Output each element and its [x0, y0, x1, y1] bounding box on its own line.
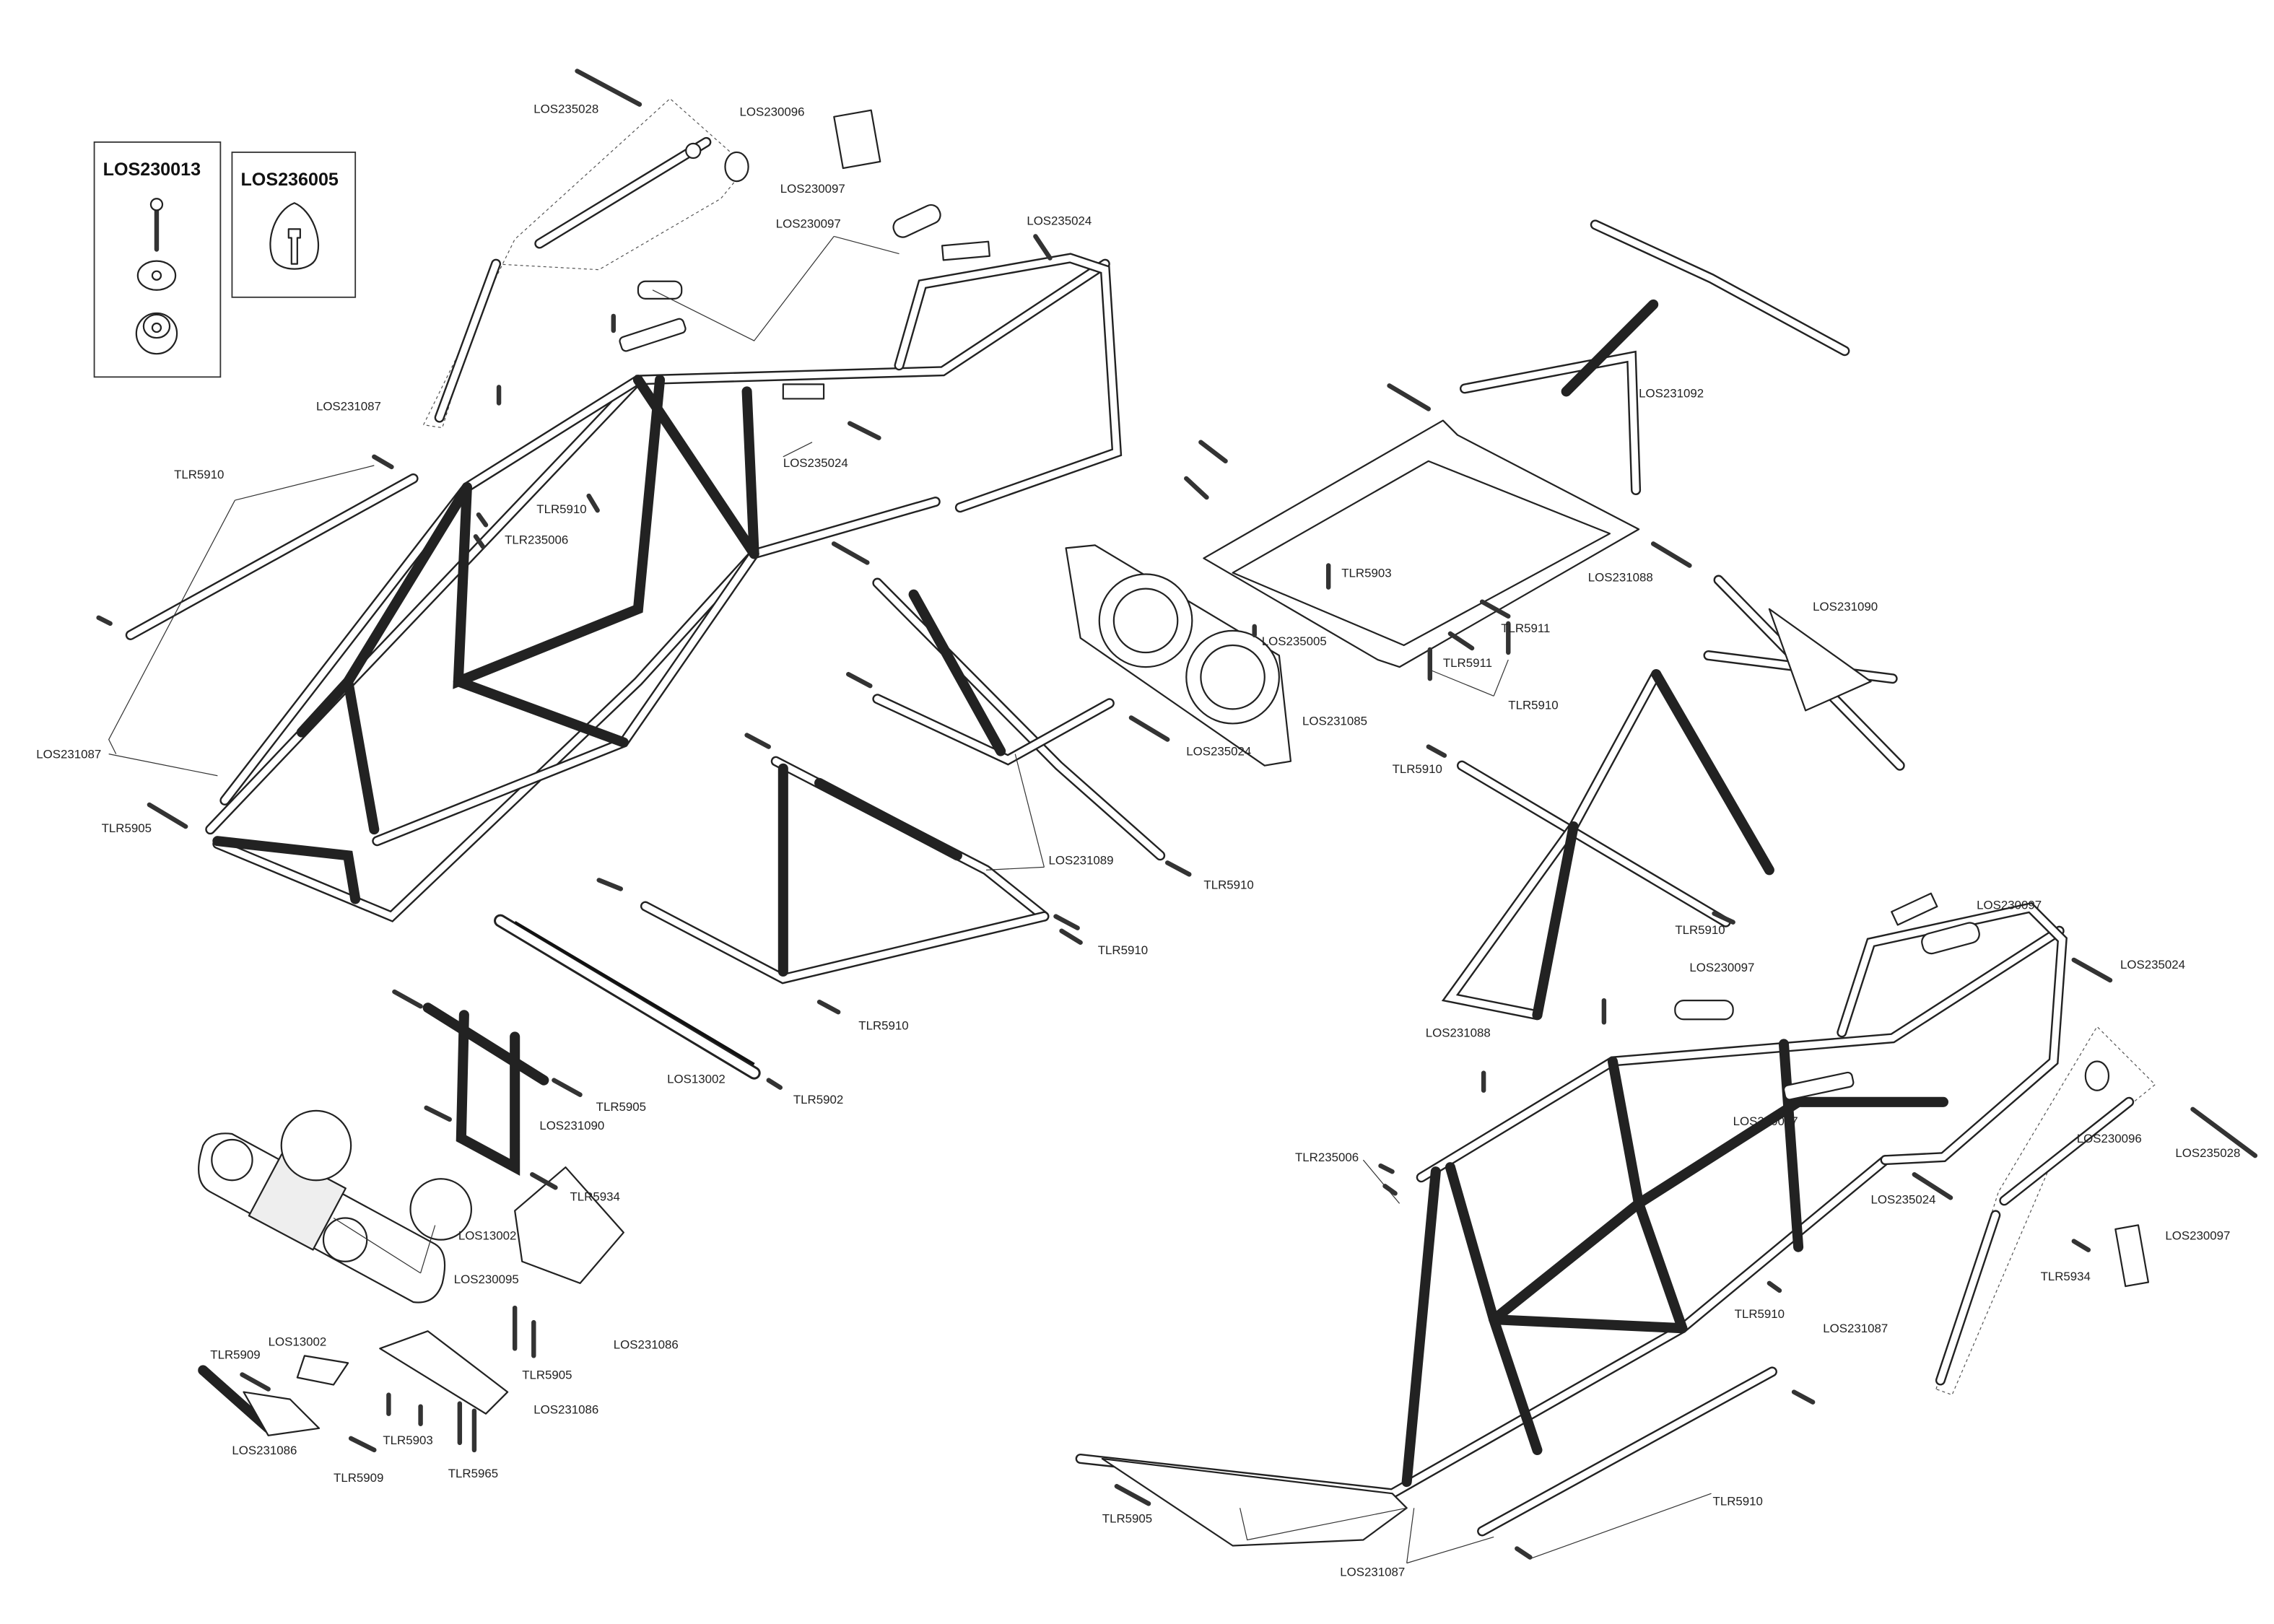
- bumper-parts: [198, 1166, 624, 1436]
- part-label: TLR5905: [1102, 1511, 1152, 1525]
- part-label: LOS231090: [539, 1119, 604, 1132]
- part-label: LOS235028: [2175, 1146, 2240, 1160]
- part-label: LOS230096: [2077, 1132, 2142, 1145]
- part-label: TLR235006: [505, 533, 568, 546]
- part-label: LOS230096: [740, 105, 805, 119]
- part-label: TLR5910: [1203, 878, 1253, 891]
- suspension-arm-upper: [872, 577, 1166, 861]
- part-label: LOS235005: [1262, 634, 1327, 648]
- part-label: LOS235024: [783, 456, 848, 470]
- part-label: LOS231086: [614, 1337, 679, 1351]
- chassis-brace-right: [1477, 1366, 1777, 1537]
- part-label: TLR5910: [1098, 943, 1148, 957]
- part-label: LOS231092: [1639, 386, 1704, 400]
- leader-lines: [108, 235, 1712, 1564]
- part-label: TLR5910: [858, 1018, 908, 1032]
- skid-frame-right: [1703, 575, 1905, 771]
- part-label: LOS231088: [1426, 1026, 1491, 1039]
- front-hoop: [422, 1003, 549, 1176]
- shock-link-left: [423, 97, 749, 429]
- part-label: LOS231088: [1588, 571, 1653, 585]
- part-label: TLR5909: [210, 1348, 260, 1361]
- part-label: LOS230097: [776, 217, 841, 230]
- part-label: LOS13002: [458, 1229, 517, 1243]
- chassis-frame-left: [205, 240, 1123, 922]
- part-label: LOS235024: [1871, 1192, 1936, 1206]
- kit-box-title: LOS236005: [240, 170, 338, 190]
- part-label: LOS230097: [780, 182, 845, 196]
- part-label: TLR5909: [334, 1471, 383, 1485]
- part-label: LOS230097: [1977, 899, 2042, 912]
- part-label: TLR5903: [383, 1433, 432, 1447]
- part-label: TLR5934: [570, 1189, 620, 1203]
- part-label: LOS230097: [2165, 1229, 2230, 1243]
- part-label: TLR235006: [1295, 1151, 1359, 1164]
- part-label: LOS231087: [316, 400, 381, 414]
- part-label: TLR5905: [596, 1100, 646, 1114]
- part-label: LOS235028: [533, 102, 598, 116]
- part-label: LOS231086: [533, 1403, 598, 1417]
- part-label: LOS230095: [454, 1272, 519, 1286]
- part-label: LOS231090: [1813, 600, 1878, 614]
- part-label: LOS235024: [1186, 745, 1251, 759]
- screws: [96, 69, 2258, 1560]
- part-label: TLR5905: [102, 821, 152, 835]
- part-label: TLR5902: [793, 1093, 843, 1106]
- kit-box-los236005: LOS236005: [231, 152, 357, 298]
- part-label: LOS13002: [667, 1073, 726, 1086]
- part-label: LOS231087: [1823, 1322, 1888, 1335]
- part-label: LOS231087: [36, 748, 101, 761]
- part-label: TLR5910: [1713, 1494, 1763, 1508]
- part-label: TLR5934: [2041, 1270, 2091, 1283]
- part-label: TLR5903: [1341, 567, 1391, 580]
- part-label: TLR5910: [1508, 698, 1558, 712]
- part-label: LOS231086: [232, 1444, 297, 1457]
- radiator-panel: [1065, 544, 1292, 767]
- shock-bodies: [619, 109, 2150, 1288]
- kit-box-title: LOS230013: [103, 160, 201, 180]
- part-label: LOS13002: [269, 1335, 327, 1348]
- part-label: LOS230097: [1689, 961, 1754, 974]
- part-label: TLR5905: [522, 1368, 572, 1381]
- part-label: LOS231089: [1048, 853, 1113, 867]
- part-label: TLR5910: [536, 502, 586, 516]
- part-label: LOS230097: [1733, 1114, 1798, 1128]
- rear-crossmember: [1203, 419, 1640, 668]
- clip-icon: [269, 202, 320, 270]
- part-label: TLR5965: [448, 1467, 498, 1480]
- part-label: TLR5911: [1501, 621, 1550, 635]
- shock-link-right: [1935, 1026, 2156, 1396]
- part-label: TLR5910: [174, 468, 224, 481]
- part-label: LOS231085: [1302, 714, 1367, 728]
- part-label: TLR5911: [1443, 656, 1492, 670]
- front-bumper-bar: [1459, 219, 1850, 496]
- part-label: LOS235024: [1027, 214, 1092, 227]
- grille-assembly: [198, 1109, 473, 1304]
- part-label: TLR5910: [1393, 762, 1442, 776]
- lower-cross-frame: [1441, 669, 1774, 1021]
- chassis-frame-right: [1075, 892, 2068, 1547]
- screw-washer-icon: [135, 198, 178, 355]
- part-label: TLR5910: [1675, 923, 1725, 937]
- part-label: LOS231087: [1340, 1566, 1405, 1579]
- part-label: TLR5910: [1735, 1307, 1785, 1321]
- kit-box-los230013: LOS230013: [93, 141, 222, 378]
- suspension-arm-lower: [640, 756, 1050, 985]
- part-label: LOS235024: [2120, 958, 2185, 972]
- shock-absorber: [494, 914, 761, 1080]
